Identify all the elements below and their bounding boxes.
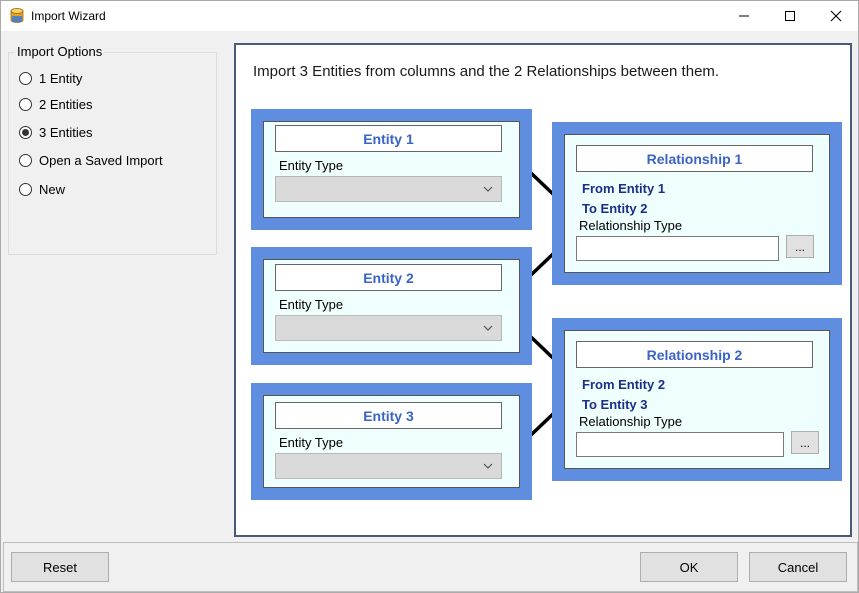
- relationship-type-input[interactable]: [576, 432, 784, 457]
- relationship-card-body: Relationship 1 From Entity 1 To Entity 2…: [564, 134, 830, 273]
- radio-button[interactable]: [19, 71, 32, 85]
- entity-title: Entity 2: [275, 264, 502, 291]
- entity-card-body: Entity 1 Entity Type: [263, 121, 520, 218]
- minimize-button[interactable]: [721, 1, 767, 31]
- radio-button[interactable]: [19, 97, 32, 111]
- entity-type-label: Entity Type: [279, 158, 344, 173]
- option-label: 3 Entities: [39, 124, 93, 140]
- entity-type-combobox[interactable]: [275, 315, 502, 341]
- relationship-card-body: Relationship 2 From Entity 2 To Entity 3…: [564, 330, 830, 469]
- panel-headline: Import 3 Entities from columns and the 2…: [253, 63, 720, 80]
- entity-card-3: Entity 3 Entity Type: [251, 383, 532, 500]
- entity-type-label: Entity Type: [279, 435, 344, 450]
- option-2-entities[interactable]: 2 Entities: [19, 95, 92, 113]
- relationship-title: Relationship 1: [576, 145, 813, 172]
- radio-button[interactable]: [19, 153, 32, 167]
- options-panel: Import Options 1 Entity 2 Entities 3 Ent…: [1, 31, 223, 541]
- connector-lines: [529, 171, 556, 437]
- option-1-entity[interactable]: 1 Entity: [19, 69, 82, 87]
- ok-button[interactable]: OK: [640, 552, 738, 582]
- import-options-title: Import Options: [15, 44, 105, 59]
- footer-bar: Reset OK Cancel: [3, 542, 858, 592]
- option-open-saved-import[interactable]: Open a Saved Import: [19, 151, 163, 169]
- close-icon: [830, 10, 842, 22]
- entity-title: Entity 3: [275, 402, 502, 429]
- chevron-down-icon: [483, 325, 493, 331]
- relationship-type-label: Relationship Type: [579, 414, 683, 429]
- cancel-button[interactable]: Cancel: [749, 552, 847, 582]
- database-icon: [10, 8, 24, 24]
- reset-button[interactable]: Reset: [11, 552, 109, 582]
- option-new[interactable]: New: [19, 180, 65, 198]
- relationship-card-2: Relationship 2 From Entity 2 To Entity 3…: [552, 318, 842, 481]
- chevron-down-icon: [483, 186, 493, 192]
- relationship-card-1: Relationship 1 From Entity 1 To Entity 2…: [552, 122, 842, 285]
- maximize-button[interactable]: [767, 1, 813, 31]
- radio-button-selected[interactable]: [19, 125, 32, 139]
- entity-type-combobox[interactable]: [275, 453, 502, 479]
- option-label: 2 Entities: [39, 96, 93, 112]
- mapping-panel: Import 3 Entities from columns and the 2…: [234, 43, 852, 537]
- title-bar: Import Wizard: [1, 1, 858, 31]
- relationship-to: To Entity 2: [582, 201, 648, 216]
- entity-card-2: Entity 2 Entity Type: [251, 247, 532, 365]
- chevron-down-icon: [483, 463, 493, 469]
- minimize-icon: [739, 15, 749, 17]
- relationship-from: From Entity 2: [582, 377, 666, 392]
- relationship-from: From Entity 1: [582, 181, 666, 196]
- window-title: Import Wizard: [31, 9, 106, 23]
- relationship-type-label: Relationship Type: [579, 218, 683, 233]
- option-label: 1 Entity: [39, 70, 83, 86]
- entity-title: Entity 1: [275, 125, 502, 152]
- entity-card-body: Entity 2 Entity Type: [263, 259, 520, 353]
- relationship-to: To Entity 3: [582, 397, 648, 412]
- entity-type-label: Entity Type: [279, 297, 344, 312]
- option-label: Open a Saved Import: [39, 152, 163, 168]
- relationship-type-input[interactable]: [576, 236, 779, 261]
- option-label: New: [39, 181, 66, 197]
- entity-card-1: Entity 1 Entity Type: [251, 109, 532, 230]
- close-button[interactable]: [813, 1, 859, 31]
- option-3-entities[interactable]: 3 Entities: [19, 123, 92, 141]
- browse-button[interactable]: ...: [786, 235, 814, 258]
- relationship-title: Relationship 2: [576, 341, 813, 368]
- maximize-icon: [785, 11, 795, 21]
- entity-card-body: Entity 3 Entity Type: [263, 395, 520, 488]
- import-options-group: [8, 52, 217, 255]
- radio-button[interactable]: [19, 182, 32, 196]
- entity-type-combobox[interactable]: [275, 176, 502, 202]
- browse-button[interactable]: ...: [791, 431, 819, 454]
